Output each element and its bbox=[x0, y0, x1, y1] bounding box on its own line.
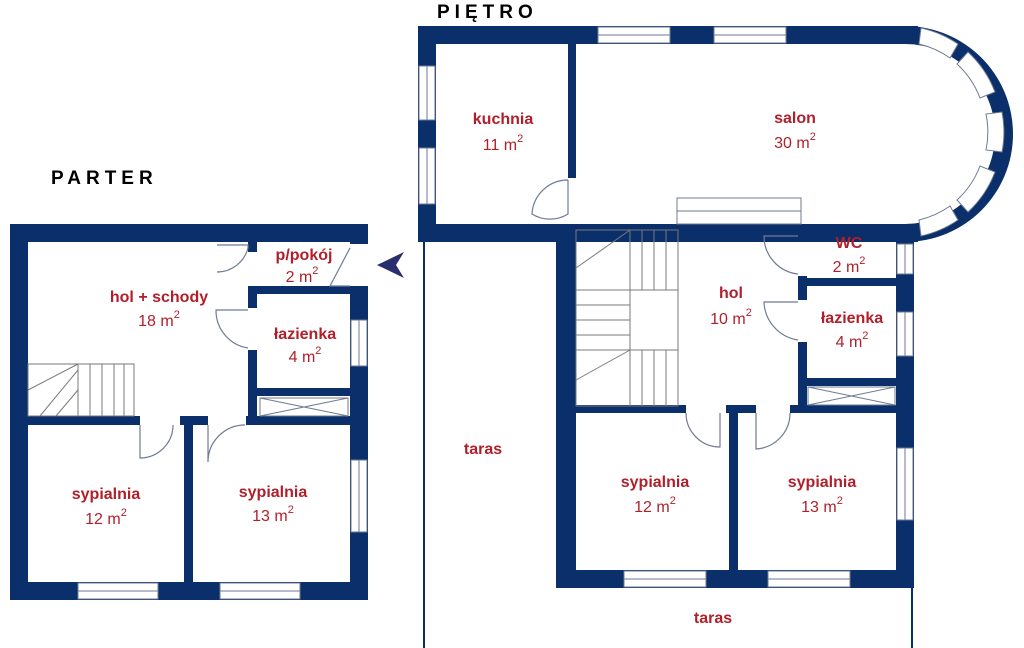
room-name: hol bbox=[719, 285, 743, 302]
pietro-window bbox=[896, 311, 914, 357]
parter-wall bbox=[257, 286, 350, 294]
room-area: 4 m2 bbox=[289, 345, 322, 366]
pietro-wall bbox=[790, 405, 896, 413]
room-name: p/pokój bbox=[276, 247, 333, 264]
parter-door bbox=[216, 244, 249, 273]
parter-title: PARTER bbox=[51, 168, 158, 189]
pietro-shaft bbox=[807, 386, 896, 406]
parter-wall bbox=[180, 416, 208, 425]
room-name: sypialnia bbox=[239, 484, 308, 501]
parter-door bbox=[139, 424, 174, 459]
pietro-wall-bottom bbox=[556, 570, 914, 588]
pietro-wall bbox=[807, 378, 896, 386]
pietro-wall bbox=[568, 44, 576, 178]
room-area: 18 m2 bbox=[138, 309, 180, 330]
pietro-wall bbox=[576, 405, 686, 413]
hall-rail bbox=[676, 197, 802, 225]
room-area: 4 m2 bbox=[836, 330, 869, 351]
pietro-wall bbox=[726, 405, 756, 413]
room-name: sypialnia bbox=[788, 474, 857, 491]
room-area: 11 m2 bbox=[483, 133, 524, 154]
pietro-wall-right bbox=[896, 224, 914, 588]
room-name: kuchnia bbox=[473, 111, 534, 128]
parter-wall bbox=[248, 286, 257, 308]
room-name: hol + schody bbox=[110, 289, 208, 306]
room-name: WC bbox=[836, 235, 863, 252]
room-name: taras bbox=[694, 610, 732, 627]
room-area: 2 m2 bbox=[833, 255, 866, 276]
parter-door bbox=[329, 247, 351, 287]
parter-wall bbox=[28, 416, 140, 425]
parter-stairs bbox=[27, 363, 135, 417]
pietro-stairs bbox=[575, 229, 679, 407]
parter-wall-bottom bbox=[10, 582, 368, 600]
pietro-door bbox=[755, 412, 791, 450]
parter-wall-left bbox=[10, 224, 28, 600]
pietro-window bbox=[623, 570, 707, 588]
parter-wall bbox=[248, 242, 257, 252]
bay-window bbox=[918, 27, 1005, 237]
pietro-door bbox=[685, 412, 721, 448]
pietro-wall bbox=[556, 224, 576, 588]
parter-wall bbox=[248, 350, 257, 416]
room-area: 13 m2 bbox=[801, 495, 843, 516]
pietro-title: PIĘTRO bbox=[437, 2, 538, 23]
pietro-wall bbox=[798, 224, 807, 234]
pietro-door bbox=[531, 179, 569, 220]
parter-wall bbox=[257, 388, 350, 396]
room-name: sypialnia bbox=[621, 474, 690, 491]
parter-plan: hol + schody 18 m2 p/pokój 2 m2 łazienka… bbox=[10, 224, 404, 600]
parter-shaft bbox=[259, 397, 349, 417]
pietro-wall bbox=[807, 278, 896, 286]
pietro-wall bbox=[729, 405, 738, 570]
parter-door bbox=[215, 309, 249, 349]
parter-door bbox=[207, 424, 246, 463]
room-area: 10 m2 bbox=[710, 307, 752, 328]
room-area: 12 m2 bbox=[85, 507, 127, 528]
pietro-wall bbox=[798, 342, 807, 408]
pietro-window bbox=[767, 570, 851, 588]
pietro-window bbox=[896, 243, 914, 275]
room-name: salon bbox=[774, 110, 816, 127]
room-name: sypialnia bbox=[72, 486, 141, 503]
parter-window bbox=[350, 319, 368, 367]
room-name: taras bbox=[464, 441, 502, 458]
arrow-left-icon bbox=[377, 252, 404, 278]
pietro-window bbox=[597, 26, 671, 44]
parter-window bbox=[77, 582, 159, 600]
room-name: łazienka bbox=[821, 310, 883, 327]
pietro-window bbox=[418, 65, 436, 121]
parter-window bbox=[219, 582, 301, 600]
pietro-wall bbox=[798, 276, 807, 300]
pietro-wall-mid bbox=[418, 224, 918, 242]
pietro-window bbox=[713, 26, 787, 44]
room-area: 30 m2 bbox=[774, 131, 816, 152]
room-area: 13 m2 bbox=[252, 504, 294, 525]
pietro-window bbox=[896, 447, 914, 521]
pietro-door bbox=[763, 301, 799, 341]
room-area: 12 m2 bbox=[634, 495, 676, 516]
parter-wall-top bbox=[10, 224, 368, 242]
room-area: 2 m2 bbox=[286, 265, 319, 286]
pietro-plan: kuchnia 11 m2 salon 30 m2 WC 2 m2 hol 10… bbox=[418, 26, 1013, 648]
pietro-wall-left bbox=[418, 26, 436, 242]
parter-wall bbox=[246, 416, 350, 425]
pietro-door bbox=[763, 235, 799, 275]
parter-window bbox=[350, 459, 368, 533]
parter-wall bbox=[184, 416, 193, 582]
pietro-window bbox=[418, 147, 436, 205]
room-name: łazienka bbox=[274, 326, 336, 343]
